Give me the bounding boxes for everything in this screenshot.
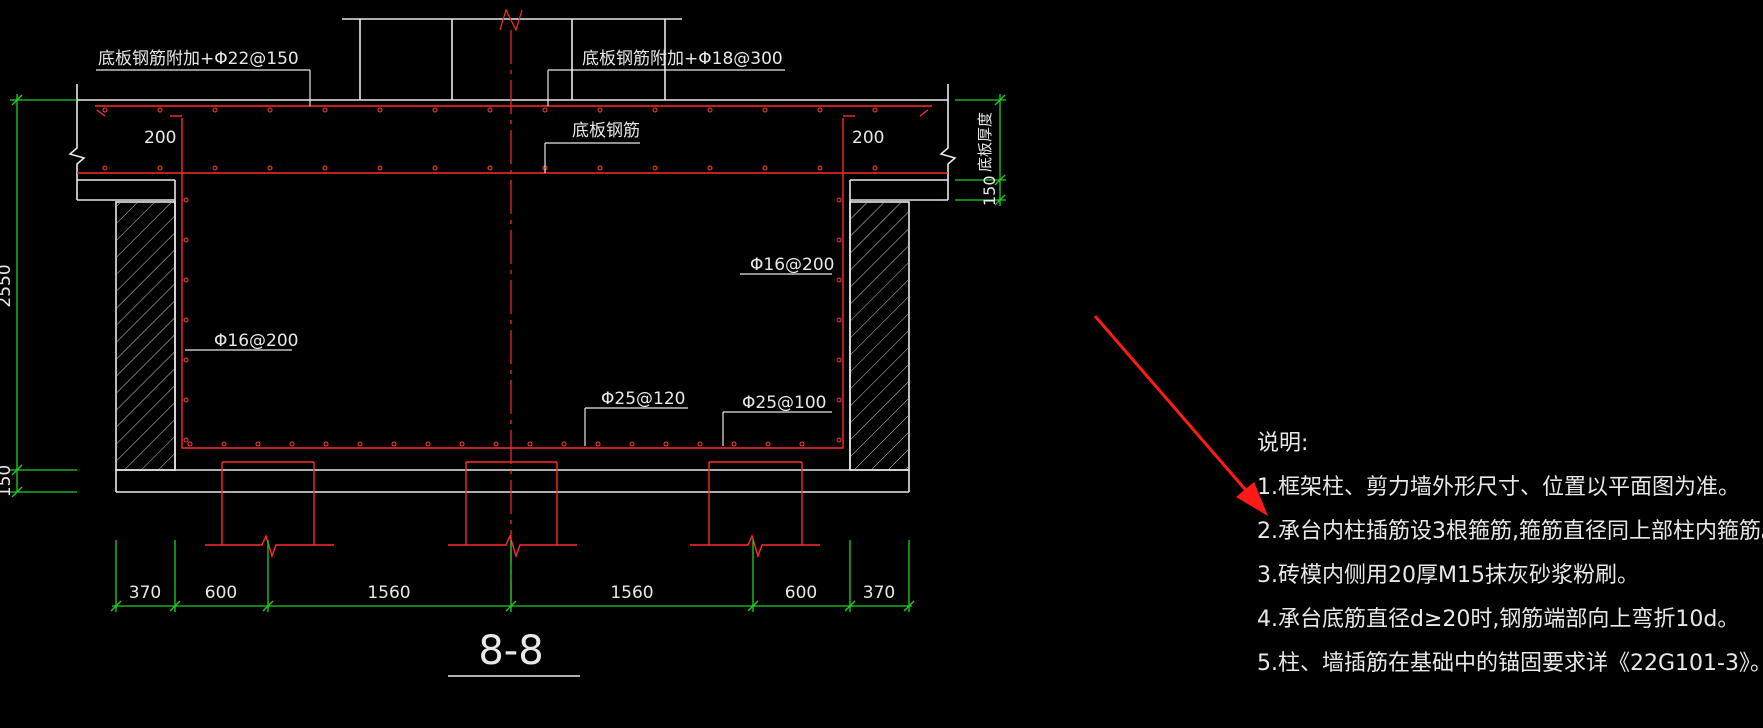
- rebar-dot: [697, 441, 703, 447]
- rebar-dot: [157, 165, 163, 171]
- rebar-dot: [836, 437, 842, 443]
- notes-heading: 说明:: [1257, 431, 1308, 456]
- dim-left-bottom: 150: [0, 465, 15, 497]
- rebar-dot: [872, 165, 878, 171]
- slab-thickness-right: 200: [852, 128, 884, 148]
- rebar-dots: [102, 107, 878, 447]
- rebar-dot: [799, 441, 805, 447]
- rebar-dot: [183, 237, 189, 243]
- brick-wall-left-hatch: [117, 203, 174, 469]
- rebar-dot: [323, 441, 329, 447]
- section-title: 8-8: [478, 628, 543, 674]
- dim-600-left: 600: [205, 583, 237, 603]
- rebar-dot: [432, 165, 438, 171]
- rebar-dot: [836, 317, 842, 323]
- rebar-dot: [377, 107, 383, 113]
- rebar-dot: [597, 107, 603, 113]
- rebar-dot: [487, 107, 493, 113]
- rebar-dot: [663, 441, 669, 447]
- rebar-dot: [255, 441, 261, 447]
- cushion-dim-label: 150: [980, 175, 999, 206]
- rebar-dot: [377, 165, 383, 171]
- rebar-dot: [183, 437, 189, 443]
- rebar-lines: [77, 105, 948, 559]
- rebar-dot: [836, 237, 842, 243]
- rebar-dot: [817, 107, 823, 113]
- rebar-dot: [561, 441, 567, 447]
- callout-wall-right: Φ16@200: [750, 255, 834, 275]
- callout-slab-rebar: 底板钢筋: [572, 121, 640, 141]
- rebar-dot: [487, 165, 493, 171]
- rebar-dot: [707, 107, 713, 113]
- rebar-dot: [221, 441, 227, 447]
- dim-600-right: 600: [785, 583, 817, 603]
- callout-slab-add-left: 底板钢筋附加+Φ22@150: [98, 49, 299, 69]
- note-item-5: 5.柱、墙插筋在基础中的锚固要求详《22G101-3》。: [1257, 651, 1763, 676]
- rebar-dot: [836, 277, 842, 283]
- slab-thickness-vertical-label: 底板厚度: [976, 112, 994, 172]
- rebar-dot: [731, 441, 737, 447]
- dim-left-height: 2550: [0, 264, 15, 307]
- dimension-lines: [10, 94, 1006, 612]
- rebar-dot: [187, 441, 193, 447]
- callout-bottom-right: Φ25@100: [742, 393, 826, 413]
- callout-wall-left: Φ16@200: [214, 331, 298, 351]
- rebar-dot: [357, 441, 363, 447]
- note-item-2: 2.承台内柱插筋设3根箍筋,箍筋直径同上部柱内箍筋。: [1257, 519, 1763, 544]
- rebar-dot: [183, 277, 189, 283]
- rebar-dot: [459, 441, 465, 447]
- rebar-dot: [493, 441, 499, 447]
- rebar-dot: [102, 165, 108, 171]
- rebar-dot: [183, 397, 189, 403]
- note-item-3: 3.砖模内侧用20厚M15抹灰砂浆粉刷。: [1257, 563, 1639, 588]
- rebar-dot: [707, 165, 713, 171]
- dim-370-right: 370: [863, 583, 895, 603]
- brick-wall-right-hatch: [851, 203, 908, 469]
- dim-1560-left: 1560: [367, 583, 410, 603]
- rebar-dot: [836, 397, 842, 403]
- rebar-dot: [267, 107, 273, 113]
- note-item-1: 1.框架柱、剪力墙外形尺寸、位置以平面图为准。: [1257, 475, 1740, 500]
- rebar-dot: [425, 441, 431, 447]
- rebar-dot: [212, 107, 218, 113]
- rebar-dot: [212, 165, 218, 171]
- rebar-dot: [542, 107, 548, 113]
- rebar-dot: [322, 107, 328, 113]
- structure-outline: [68, 18, 957, 493]
- rebar-dot: [872, 107, 878, 113]
- rebar-dot: [527, 441, 533, 447]
- rebar-dot: [102, 107, 108, 113]
- rebar-dot: [157, 107, 163, 113]
- callout-leaders: [96, 69, 832, 446]
- rebar-dot: [267, 165, 273, 171]
- rebar-dot: [817, 165, 823, 171]
- callout-bottom-mid: Φ25@120: [601, 389, 685, 409]
- rebar-dot: [597, 165, 603, 171]
- center-axis: [499, 8, 523, 600]
- rebar-dot: [183, 197, 189, 203]
- slab-thickness-left: 200: [144, 128, 176, 148]
- callout-slab-add-right: 底板钢筋附加+Φ18@300: [582, 49, 783, 69]
- rebar-dot: [432, 107, 438, 113]
- rebar-dot: [765, 441, 771, 447]
- note-item-4: 4.承台底筋直径d≥20时,钢筋端部向上弯折10d。: [1257, 607, 1739, 632]
- red-arrow: [1093, 315, 1268, 516]
- rebar-dot: [183, 317, 189, 323]
- rebar-dot: [629, 441, 635, 447]
- rebar-dot: [652, 107, 658, 113]
- rebar-dot: [183, 357, 189, 363]
- rebar-dot: [391, 441, 397, 447]
- rebar-dot: [595, 441, 601, 447]
- rebar-dot: [652, 165, 658, 171]
- rebar-dot: [836, 197, 842, 203]
- rebar-dot: [762, 165, 768, 171]
- rebar-dot: [762, 107, 768, 113]
- rebar-dot: [322, 165, 328, 171]
- rebar-dot: [836, 357, 842, 363]
- rebar-dot: [289, 441, 295, 447]
- dim-370-left: 370: [129, 583, 161, 603]
- dim-1560-right: 1560: [610, 583, 653, 603]
